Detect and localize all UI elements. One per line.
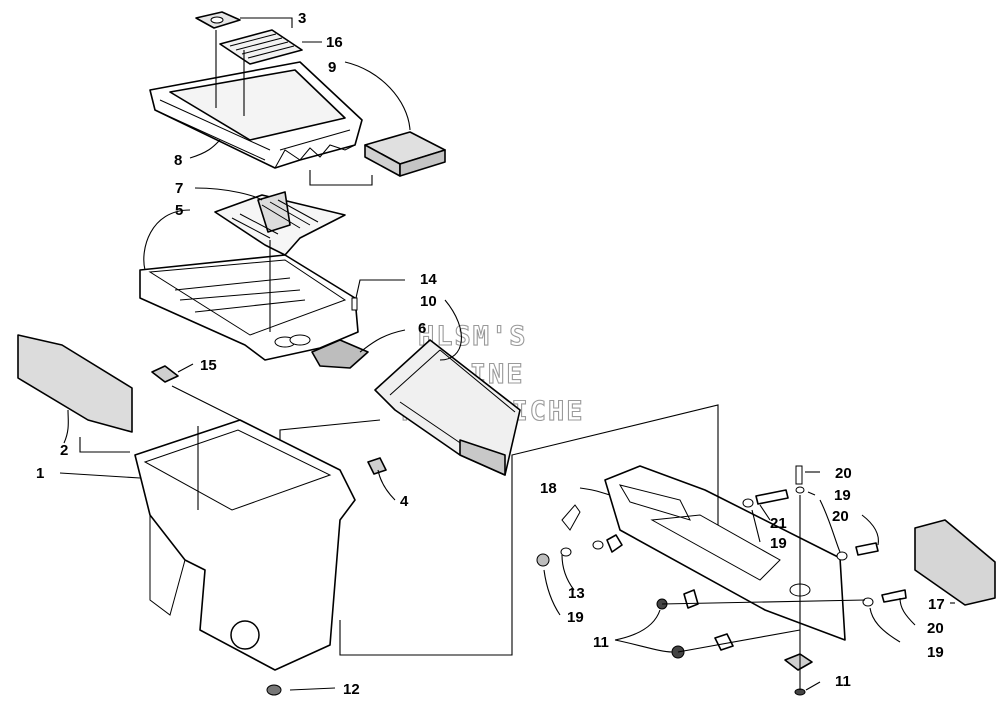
callout-18: 18 xyxy=(540,480,557,497)
part-9-foam-filter xyxy=(364,131,446,177)
callout-17: 17 xyxy=(928,596,945,613)
callout-12: 12 xyxy=(343,681,360,698)
part-8-cover xyxy=(149,61,363,169)
leader-lines xyxy=(59,17,955,691)
part-5-upper-airbox xyxy=(139,254,359,361)
callout-15: 15 xyxy=(200,357,217,374)
part-18-side-duct xyxy=(604,465,846,641)
callout-3: 3 xyxy=(298,10,306,27)
callout-11-left: 11 xyxy=(593,634,609,651)
callout-14: 14 xyxy=(420,271,437,288)
callout-4: 4 xyxy=(400,493,409,510)
part-3-seal xyxy=(195,11,241,29)
callout-2: 2 xyxy=(60,442,68,459)
callout-19-top: 19 xyxy=(834,487,851,504)
callout-8: 8 xyxy=(174,152,182,169)
callout-20-mid: 20 xyxy=(832,508,849,525)
callout-19-mid: 19 xyxy=(770,535,787,552)
callout-10: 10 xyxy=(420,293,437,310)
hardware-group xyxy=(536,465,907,696)
part-16-screen xyxy=(219,29,303,65)
callout-numbers: 3 16 9 8 7 5 14 10 6 15 2 1 4 18 13 19 1… xyxy=(36,10,945,698)
callout-16: 16 xyxy=(326,34,343,51)
part-4-bolt xyxy=(367,457,387,475)
callout-13: 13 xyxy=(568,585,585,602)
callout-9: 9 xyxy=(328,59,336,76)
part-6-clamp xyxy=(311,339,369,369)
callout-21: 21 xyxy=(770,515,787,532)
callout-20-bottom: 20 xyxy=(927,620,944,637)
callout-11-bottom: 11 xyxy=(835,673,851,690)
part-7-silencer xyxy=(214,191,346,256)
part-1-lower-airbox xyxy=(134,419,356,671)
part-10-duct xyxy=(374,339,521,476)
callout-5: 5 xyxy=(175,202,183,219)
callout-19-bottom: 19 xyxy=(927,644,944,661)
part-12-plug xyxy=(266,684,282,696)
part-2-foam-pad xyxy=(17,334,133,433)
part-15-bolt xyxy=(151,365,179,383)
callout-1: 1 xyxy=(36,465,44,482)
part-14-screw xyxy=(351,297,358,311)
callout-6: 6 xyxy=(418,320,426,337)
callout-20-top: 20 xyxy=(835,465,852,482)
part-17-foam xyxy=(914,519,996,606)
callout-7: 7 xyxy=(175,180,183,197)
callout-19-left: 19 xyxy=(567,609,584,626)
